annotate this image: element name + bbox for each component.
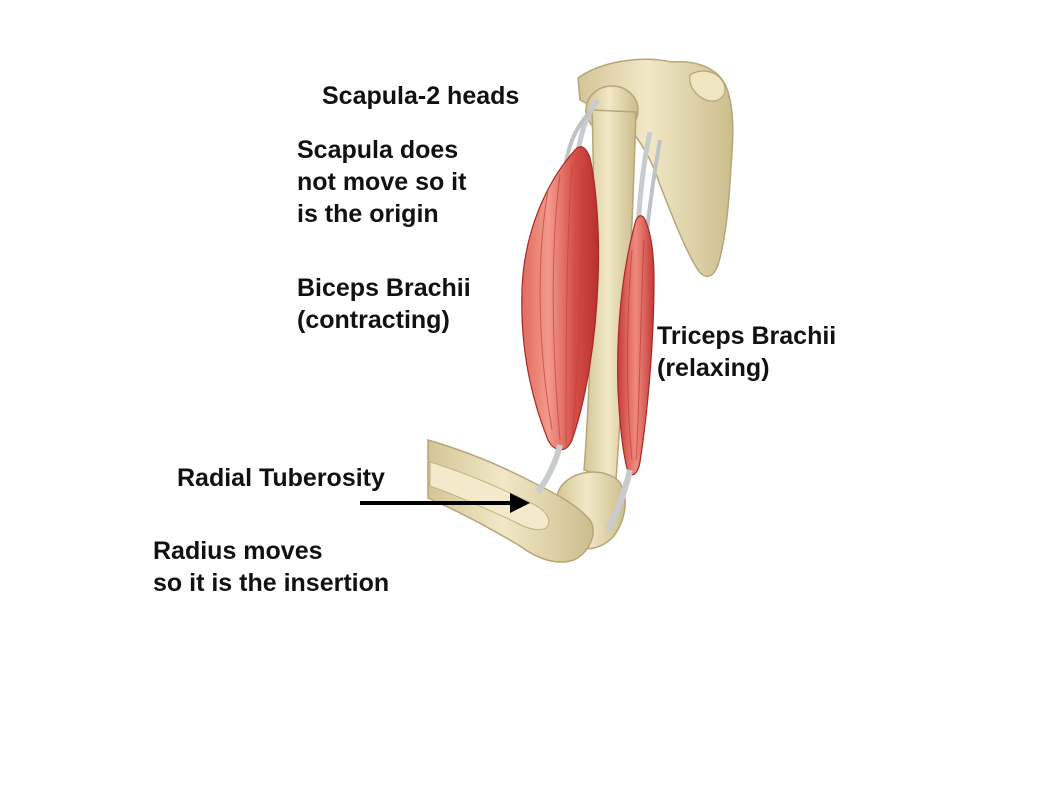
label-radius-insertion: Radius moves so it is the insertion [153,535,389,599]
label-scapula-origin-line-3: is the origin [297,200,439,228]
biceps-proximal-tendon [575,98,600,153]
label-radius-line-2: so it is the insertion [153,569,390,597]
biceps-fibers [539,164,584,446]
label-radius-line-1: Radius moves [153,537,323,565]
label-radial-tuberosity-text: Radial Tuberosity [177,464,385,492]
label-triceps-brachii: Triceps Brachii (relaxing) [657,320,836,384]
label-scapula-origin: Scapula does not move so it is the origi… [297,134,466,230]
triceps-fibers [627,239,645,461]
radial-tuberosity-arrowhead [510,493,530,513]
biceps-distal-tendon [535,444,563,494]
label-scapula-origin-line-2: not move so it [297,168,467,196]
label-scapula-2-heads: Scapula-2 heads [322,80,519,112]
label-biceps-brachii: Biceps Brachii (contracting) [297,272,471,336]
biceps-proximal-tendon-2 [564,110,592,163]
biceps-muscle [521,146,600,451]
acromion-bone [689,70,726,102]
triceps-muscle [617,215,655,476]
label-scapula-2-heads-text: Scapula-2 heads [322,82,520,110]
triceps-distal-tendon [605,469,633,532]
label-biceps-line-1: Biceps Brachii [297,274,471,302]
label-scapula-origin-line-1: Scapula does [297,136,459,164]
label-biceps-line-2: (contracting) [297,306,450,334]
label-radial-tuberosity: Radial Tuberosity [177,462,385,494]
label-triceps-line-1: Triceps Brachii [657,322,837,350]
label-triceps-line-2: (relaxing) [657,354,770,382]
